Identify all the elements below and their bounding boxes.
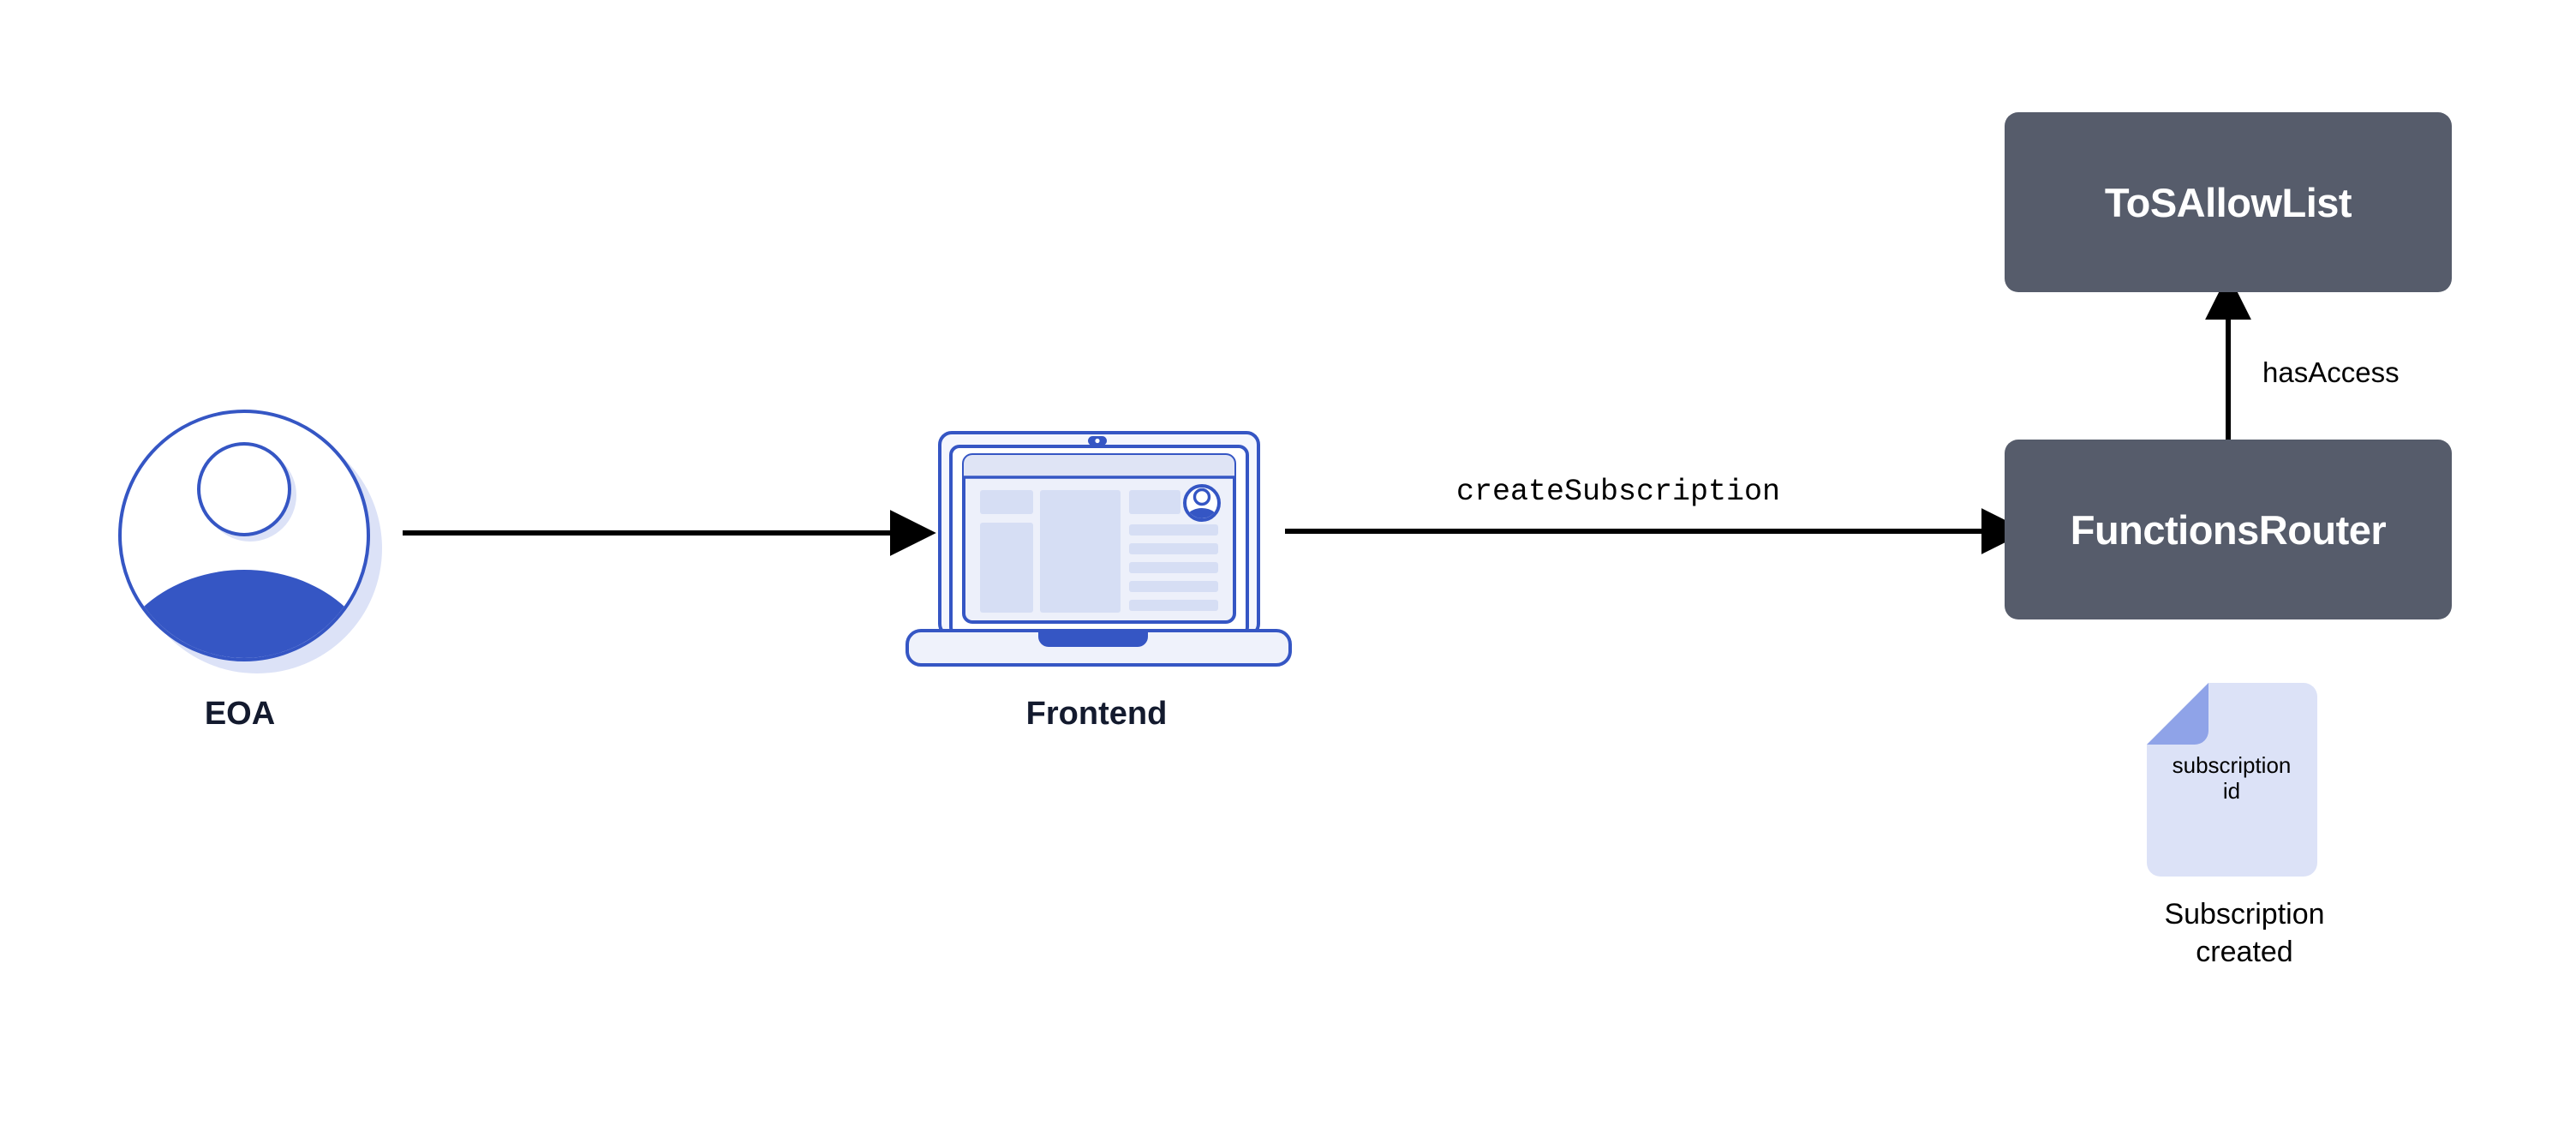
node-functions-router[interactable]: FunctionsRouter xyxy=(2005,440,2452,619)
functions-router-label: FunctionsRouter xyxy=(2070,506,2387,553)
doc-line-2: id xyxy=(2223,778,2240,804)
screen-avatar-icon xyxy=(1183,484,1221,522)
subscription-created-caption: Subscription created xyxy=(2073,896,2416,971)
subscription-created-line-2: created xyxy=(2196,935,2293,968)
edge-label-create-subscription: createSubscription xyxy=(1456,475,1781,509)
frontend-label: Frontend xyxy=(1025,696,1168,732)
subscription-created-line-1: Subscription xyxy=(2164,898,2325,931)
edge-label-has-access: hasAccess xyxy=(2262,356,2400,388)
eoa-label: EOA xyxy=(204,696,276,732)
document-icon: subscription id xyxy=(2147,683,2317,877)
node-tos-allow-list[interactable]: ToSAllowList xyxy=(2005,112,2452,292)
user-avatar-icon xyxy=(118,410,382,673)
laptop-icon xyxy=(905,431,1292,667)
doc-line-1: subscription xyxy=(2173,752,2292,778)
tos-allow-list-label: ToSAllowList xyxy=(2104,179,2352,225)
